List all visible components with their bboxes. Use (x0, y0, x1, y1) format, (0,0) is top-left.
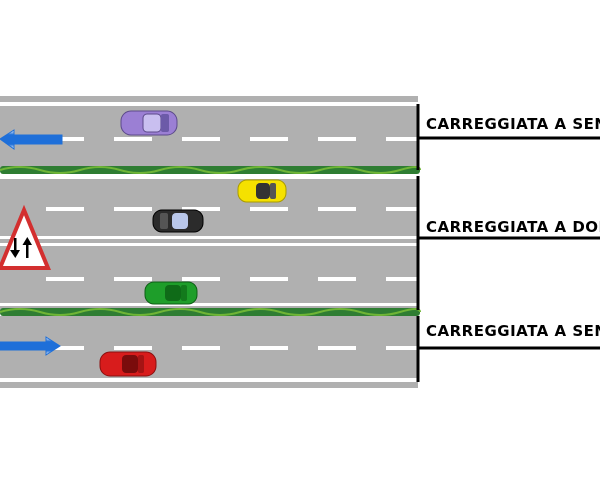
lane-dash (182, 346, 220, 350)
lane-dash (250, 277, 288, 281)
lane-dash (386, 346, 424, 350)
lane-dash (386, 207, 424, 211)
lane-dash (46, 207, 84, 211)
edge-line-median-top-below (0, 176, 418, 179)
car-yellow (237, 179, 287, 203)
bracket-bottom (416, 316, 600, 382)
lane-dash (114, 137, 152, 141)
lane-dash (318, 346, 356, 350)
lane-dash (46, 277, 84, 281)
lane-dash (182, 207, 220, 211)
bracket-top (416, 104, 600, 170)
median-strip-bottom (0, 308, 421, 316)
edge-line-top (0, 102, 418, 106)
two-way-traffic-sign-icon (0, 204, 51, 270)
label-middle-carriageway: CARREGGIATA A DOP (426, 218, 600, 236)
centre-line-lower (0, 243, 418, 246)
road-top-carriageway (0, 96, 418, 170)
car-green (144, 281, 198, 305)
label-bottom-carriageway: CARREGGIATA A SEN (426, 322, 600, 340)
lane-dash (250, 207, 288, 211)
car-red (99, 351, 157, 377)
lane-dash (318, 137, 356, 141)
left-arrow-icon (0, 129, 63, 150)
lane-dash (318, 277, 356, 281)
lane-dash (46, 137, 84, 141)
lane-dash (114, 277, 152, 281)
car-black (152, 209, 204, 233)
lane-dash (250, 346, 288, 350)
lane-dash (114, 346, 152, 350)
lane-dash (250, 137, 288, 141)
lane-dash (386, 277, 424, 281)
lane-dash (182, 277, 220, 281)
centre-line-upper (0, 236, 418, 239)
lane-dash (318, 207, 356, 211)
lane-dash (386, 137, 424, 141)
edge-line-bottom (0, 378, 418, 382)
car-purple (120, 110, 178, 136)
lane-dash (46, 346, 84, 350)
label-top-carriageway: CARREGGIATA A SEN (426, 115, 600, 133)
road-bottom-carriageway (0, 316, 418, 388)
edge-line-median-bottom-above (0, 303, 418, 306)
lane-dash (182, 137, 220, 141)
right-arrow-icon (0, 336, 61, 356)
bracket-middle (416, 176, 600, 310)
median-strip-top (0, 166, 421, 174)
lane-dash (114, 207, 152, 211)
lane-dashes (46, 137, 424, 350)
